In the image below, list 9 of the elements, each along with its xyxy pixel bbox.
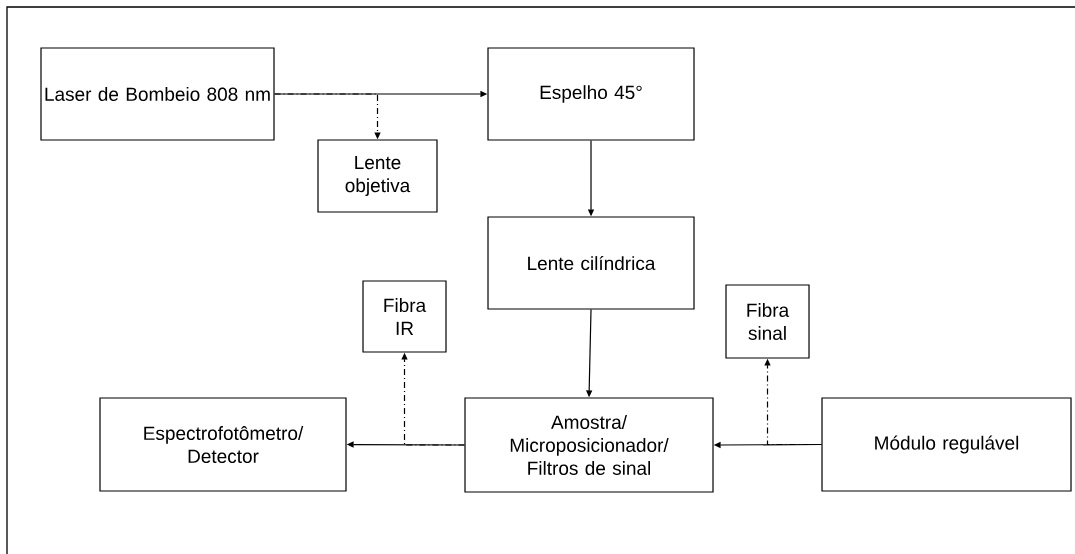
process-box: Laser de Bombeio 808 nm <box>40 47 275 141</box>
process-box: Fibra sinal <box>725 284 810 359</box>
process-box: Amostra/ Microposicionador/ Filtros de sinal <box>464 397 714 493</box>
process-box: Módulo regulável <box>821 397 1072 492</box>
process-box: Espelho 45° <box>487 47 695 141</box>
process-box: Fibra IR <box>362 280 447 353</box>
process-box: Espectrofotômetro/ Detector <box>99 397 347 492</box>
process-box: Lente cilíndrica <box>487 216 695 310</box>
process-box: Lente objetiva <box>317 139 438 213</box>
